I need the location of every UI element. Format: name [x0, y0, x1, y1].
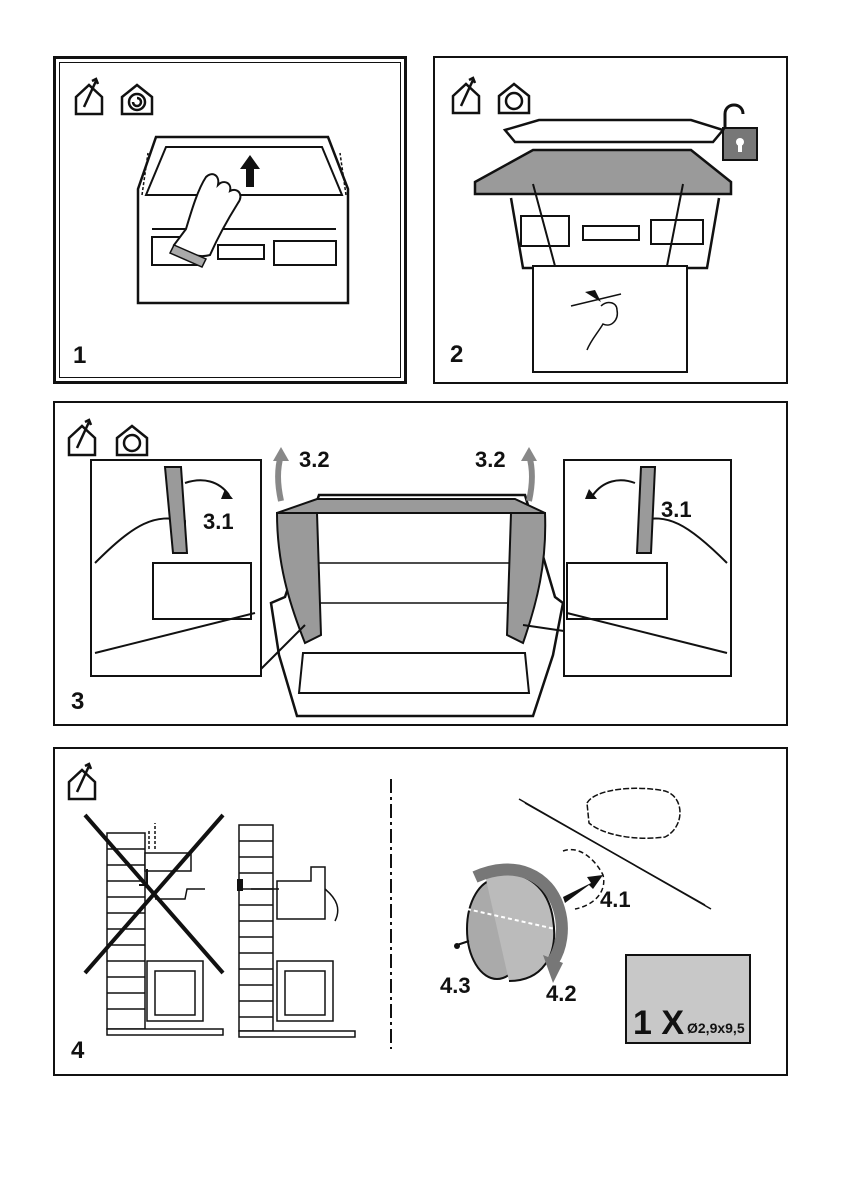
step-2-panel: 2 [433, 56, 788, 384]
step-4-panel: 4 4.1 4.2 4.3 1 X Ø2,9x9,5 [53, 747, 788, 1076]
recirculation-icon [122, 85, 152, 114]
step-2-illustration [435, 58, 790, 386]
step-1-panel: 1 [53, 56, 407, 384]
label-3-1-left: 3.1 [203, 509, 234, 535]
step-2-number: 2 [450, 341, 463, 369]
label-4-2: 4.2 [546, 981, 577, 1007]
label-3-2-right: 3.2 [475, 447, 506, 473]
screw-size: Ø2,9x9,5 [687, 1020, 745, 1036]
step-4-number: 4 [71, 1037, 84, 1065]
padlock-open-icon [723, 105, 757, 160]
screw-quantity: 1 X [633, 1004, 684, 1043]
label-3-1-right: 3.1 [661, 497, 692, 523]
step-3-panel: 3 3.1 3.2 3.2 3.1 [53, 401, 788, 726]
screw-spec-box: 1 X Ø2,9x9,5 [625, 954, 751, 1044]
vent-outside-icon [76, 79, 102, 114]
step-1-number: 1 [73, 342, 86, 370]
label-4-1: 4.1 [600, 887, 631, 913]
label-4-3: 4.3 [440, 973, 471, 999]
step-3-illustration [55, 403, 790, 728]
step-1-illustration [56, 59, 410, 387]
label-3-2-left: 3.2 [299, 447, 330, 473]
step-3-number: 3 [71, 688, 84, 716]
